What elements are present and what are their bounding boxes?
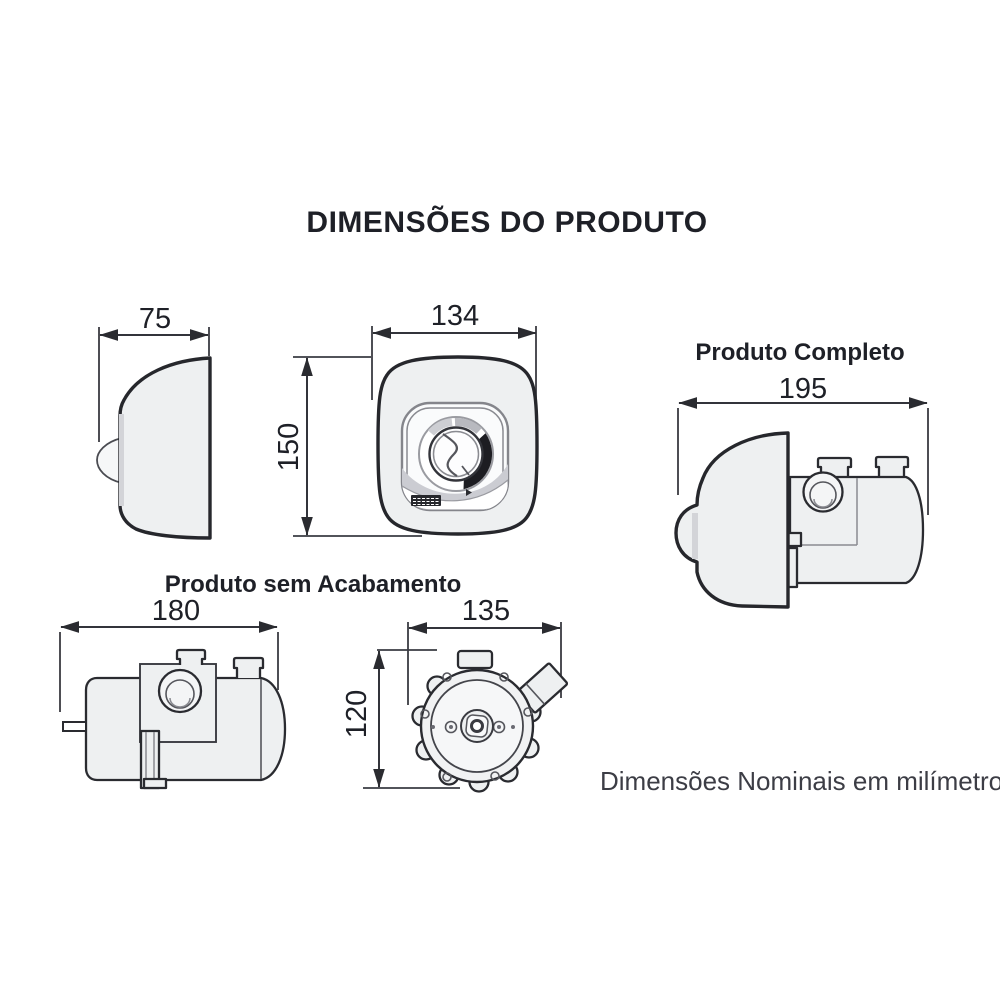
knob-bump (96, 436, 123, 485)
side-view: 75 (96, 303, 212, 540)
dome-cover (674, 431, 790, 609)
side-pin (62, 721, 87, 732)
bolt-hole (490, 771, 500, 781)
rivet-dot (511, 725, 515, 729)
unfinished-width-label: 180 (152, 595, 200, 627)
brand-logo (411, 495, 441, 506)
flange-strip (692, 513, 698, 559)
bracket-foot (142, 777, 168, 790)
control-knob (428, 426, 484, 482)
bolt-hole (442, 672, 452, 682)
inlet-port (157, 668, 203, 714)
unfinished-view-title: Produto sem Acabamento (165, 571, 462, 598)
units-note: Dimensões Nominais em milímetro (600, 766, 1000, 796)
pipe-stub (874, 455, 910, 477)
rear-height-label: 120 (341, 690, 373, 738)
flange-strip (119, 414, 124, 506)
screw (444, 720, 458, 734)
pipe-collar-line (525, 683, 546, 705)
bolt-holes (420, 672, 533, 782)
top-tab (456, 649, 494, 670)
inlet-port-arc (169, 697, 191, 708)
complete-view-title: Produto Completo (695, 339, 904, 366)
bolt-hole (499, 672, 509, 682)
dome-profile (118, 356, 212, 540)
rear-view: 135 120 (341, 595, 569, 793)
bolt-hole (420, 709, 430, 719)
inlet-port (802, 471, 844, 513)
screw-center (449, 725, 453, 729)
hub-center-hole (470, 719, 484, 733)
pipe-stub (232, 656, 265, 678)
complete-width-label: 195 (779, 373, 827, 405)
inlet-port-arc (813, 498, 833, 508)
rear-width-label: 135 (462, 595, 510, 627)
unfinished-view: Produto sem Acabamento 180 (59, 571, 462, 790)
pipe-stub (175, 648, 207, 665)
front-height-label: 150 (273, 423, 305, 471)
bolt-hole (442, 772, 452, 782)
page-title: DIMENSÕES DO PRODUTO (306, 205, 707, 239)
indicator-mark (466, 489, 472, 496)
inlet-port-inner (165, 679, 195, 709)
front-width-label: 134 (431, 300, 479, 332)
trim-arc (427, 418, 453, 436)
trim-arc (454, 417, 482, 435)
knob-tick (461, 465, 470, 476)
bracket-lines (145, 732, 155, 787)
inlet-port-inner (809, 481, 837, 509)
screw-center (497, 725, 501, 729)
side-width-label: 75 (139, 303, 171, 335)
complete-view: Produto Completo 195 (674, 339, 929, 609)
bolt-hole (523, 707, 533, 717)
rivet-dot (431, 725, 435, 729)
front-view: 134 150 (273, 300, 539, 537)
knob-wave-graphic (442, 433, 459, 477)
